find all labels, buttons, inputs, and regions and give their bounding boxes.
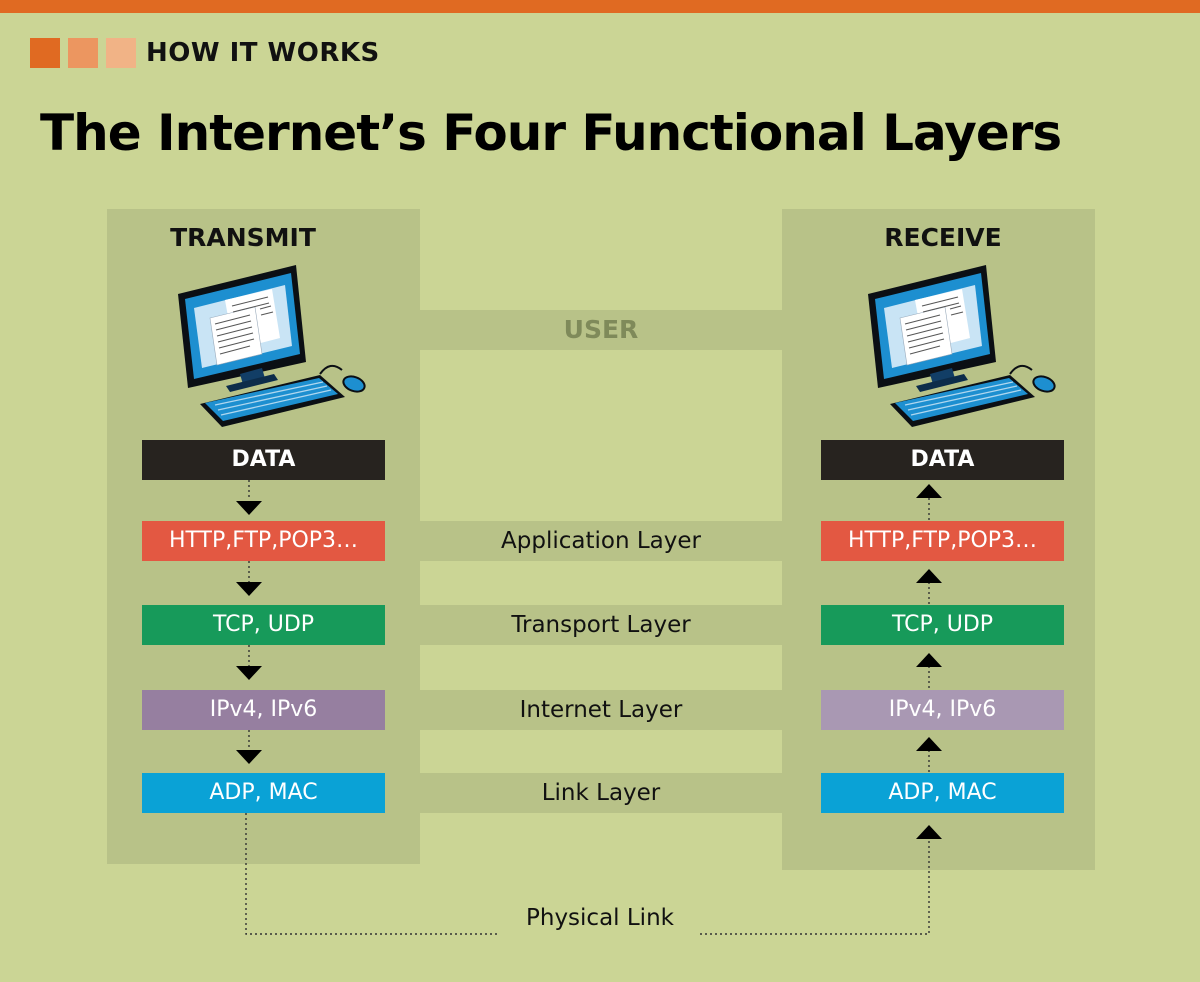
- internet-strip: [420, 690, 782, 730]
- arrow-up-icon: [916, 484, 942, 498]
- transport-layer-label: Transport Layer: [511, 612, 691, 638]
- physical-link-line: [245, 813, 930, 935]
- receive-transport-box: TCP, UDP: [821, 605, 1064, 645]
- link-layer-label: Link Layer: [541, 780, 661, 806]
- arrow-up-icon: [916, 825, 942, 839]
- receive-link-box: ADP, MAC: [821, 773, 1064, 813]
- arrow-down-icon: [236, 582, 262, 596]
- arrow-up-icon: [916, 569, 942, 583]
- receive-application-box: HTTP,FTP,POP3…: [821, 521, 1064, 561]
- application-layer-label: Application Layer: [501, 528, 701, 554]
- top-accent-bar: [0, 0, 1200, 13]
- page-title: The Internet’s Four Functional Layers: [40, 104, 1062, 162]
- arrow-down-icon: [236, 750, 262, 764]
- transport-strip: [420, 605, 782, 645]
- internet-layer-label: Internet Layer: [519, 697, 683, 723]
- application-strip: [420, 521, 782, 561]
- receive-data-box: DATA: [821, 440, 1064, 480]
- receive-heading: RECEIVE: [884, 223, 1002, 252]
- kicker-square: [30, 38, 60, 68]
- computer-icon: [868, 265, 1056, 427]
- arrow-up-icon: [916, 737, 942, 751]
- kicker-square: [68, 38, 98, 68]
- receive-internet-box: IPv4, IPv6: [821, 690, 1064, 730]
- kicker-square: [106, 38, 136, 68]
- transmit-data-box: DATA: [142, 440, 385, 480]
- transmit-heading: TRANSMIT: [170, 223, 316, 252]
- transmit-transport-box: TCP, UDP: [142, 605, 385, 645]
- arrow-down-icon: [236, 666, 262, 680]
- transmit-internet-box: IPv4, IPv6: [142, 690, 385, 730]
- section-kicker: HOW IT WORKS: [146, 38, 380, 68]
- arrow-up-icon: [916, 653, 942, 667]
- computer-icon: [178, 265, 366, 427]
- transmit-application-box: HTTP,FTP,POP3…: [142, 521, 385, 561]
- user-strip: [420, 310, 782, 350]
- link-strip: [420, 773, 782, 813]
- user-label: USER: [563, 315, 639, 344]
- arrow-down-icon: [236, 501, 262, 515]
- transmit-link-box: ADP, MAC: [142, 773, 385, 813]
- physical-link-label: Physical Link: [500, 898, 700, 938]
